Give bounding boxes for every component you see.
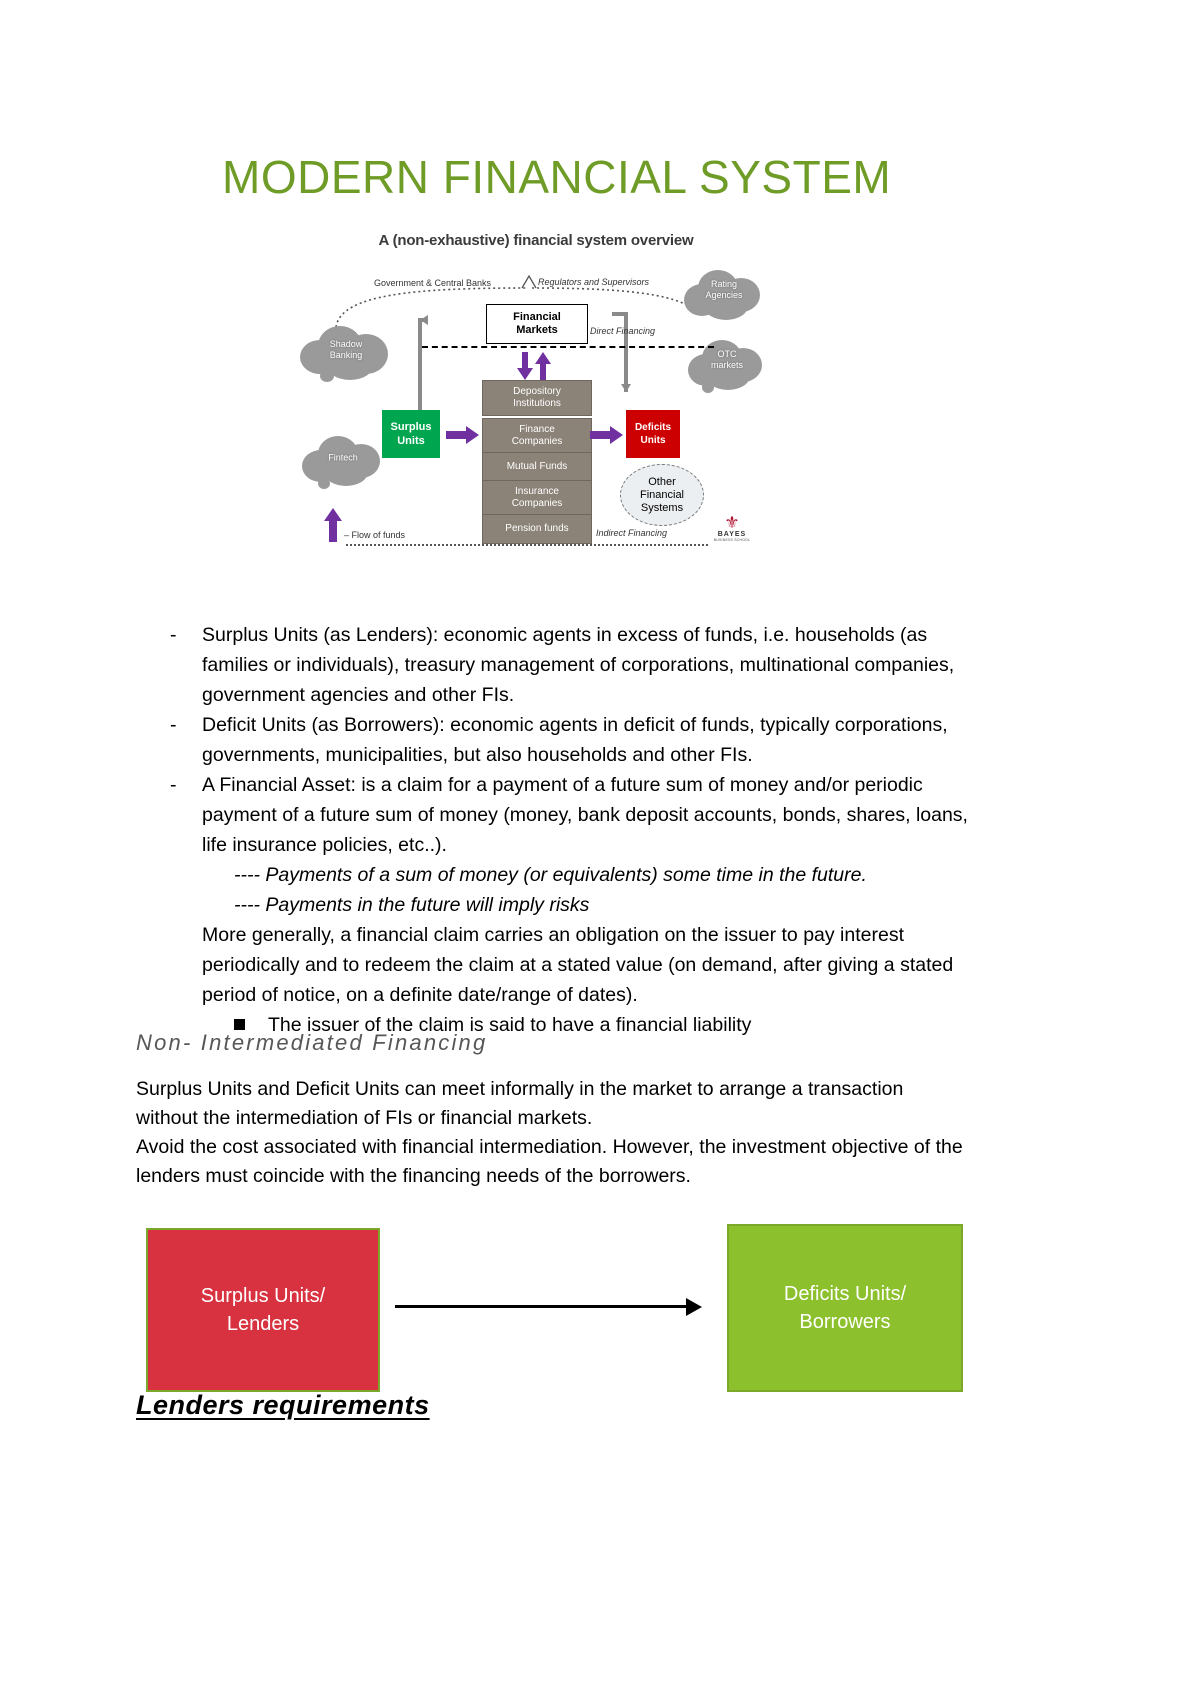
- flow-arrow-head: [686, 1298, 702, 1316]
- dotted-divider-indirect: [346, 544, 708, 546]
- section-paragraph-1: Surplus Units and Deficit Units can meet…: [136, 1078, 904, 1129]
- purple-double-arrow: [517, 352, 551, 380]
- flow-arrow-line: [395, 1305, 691, 1308]
- section-paragraph-2: Avoid the cost associated with financial…: [136, 1136, 963, 1187]
- label-direct-financing: Direct Financing: [590, 326, 656, 336]
- diagram-connector-lines: [335, 274, 701, 447]
- box-surplus-units-lenders-label: Surplus Units/Lenders: [200, 1285, 326, 1335]
- sub-italic-line: ---- Payments of a sum of money (or equi…: [234, 864, 867, 886]
- more-generally-text: More generally, a financial claim carrie…: [202, 924, 954, 1006]
- label-indirect-financing: Indirect Financing: [596, 528, 668, 538]
- footer-heading: Lenders requirements: [136, 1390, 430, 1420]
- bayes-logo-name: BAYES: [717, 531, 747, 538]
- square-bullet-text: The issuer of the claim is said to have …: [268, 1014, 752, 1036]
- box-mutual-funds: Mutual Funds: [482, 452, 592, 482]
- bullet-text: A Financial Asset: is a claim for a paym…: [202, 774, 968, 856]
- list-item: - A Financial Asset: is a claim for a pa…: [170, 770, 970, 1040]
- list-item: - Deficit Units (as Borrowers): economic…: [170, 710, 970, 770]
- box-surplus-units-lenders: Surplus Units/Lenders: [146, 1228, 380, 1392]
- section-heading: Non- Intermediated Financing: [136, 1030, 488, 1055]
- bullet-marker: -: [170, 624, 177, 646]
- diagram-caption: A (non-exhaustive) financial system over…: [378, 232, 694, 249]
- arrow-surplus-to-intermediaries: [446, 426, 479, 444]
- bullet-text: Surplus Units (as Lenders): economic age…: [202, 624, 955, 706]
- arrow-flow-of-funds: [324, 508, 342, 542]
- list-item: - Surplus Units (as Lenders): economic a…: [170, 620, 970, 710]
- square-bullet-item: The issuer of the claim is said to have …: [202, 1010, 970, 1040]
- page-title: MODERN FINANCIAL SYSTEM: [222, 151, 892, 203]
- sub-italic-line: ---- Payments in the future will imply r…: [234, 894, 590, 916]
- bullet-text: Deficit Units (as Borrowers): economic a…: [202, 714, 948, 766]
- bayes-crest-icon: ⚜: [724, 513, 740, 532]
- box-deficits-units-borrowers-label: Deficits Units/Borrowers: [783, 1283, 907, 1333]
- label-flow-of-funds: – Flow of funds: [344, 530, 406, 540]
- bayes-logo-subtitle: BUSINESS SCHOOL: [713, 538, 751, 542]
- square-bullet-icon: [234, 1019, 245, 1030]
- bullet-marker: -: [170, 714, 177, 736]
- bullet-list: - Surplus Units (as Lenders): economic a…: [170, 620, 970, 1040]
- financial-system-diagram: A (non-exhaustive) financial system over…: [296, 232, 766, 562]
- bayes-logo: ⚜ BAYES BUSINESS SCHOOL: [712, 514, 752, 548]
- dashed-divider-direct: [422, 346, 714, 348]
- box-deficits-units-borrowers: Deficits Units/Borrowers: [727, 1224, 963, 1392]
- box-pension-funds: Pension funds: [482, 514, 592, 544]
- arrow-intermediaries-to-deficits: [590, 426, 623, 444]
- label-regulators-supervisors: Regulators and Supervisors: [538, 277, 650, 287]
- cloud-fintech: Fintech: [302, 434, 384, 490]
- bullet-marker: -: [170, 774, 177, 796]
- label-government-central-banks: Government & Central Banks: [374, 278, 492, 288]
